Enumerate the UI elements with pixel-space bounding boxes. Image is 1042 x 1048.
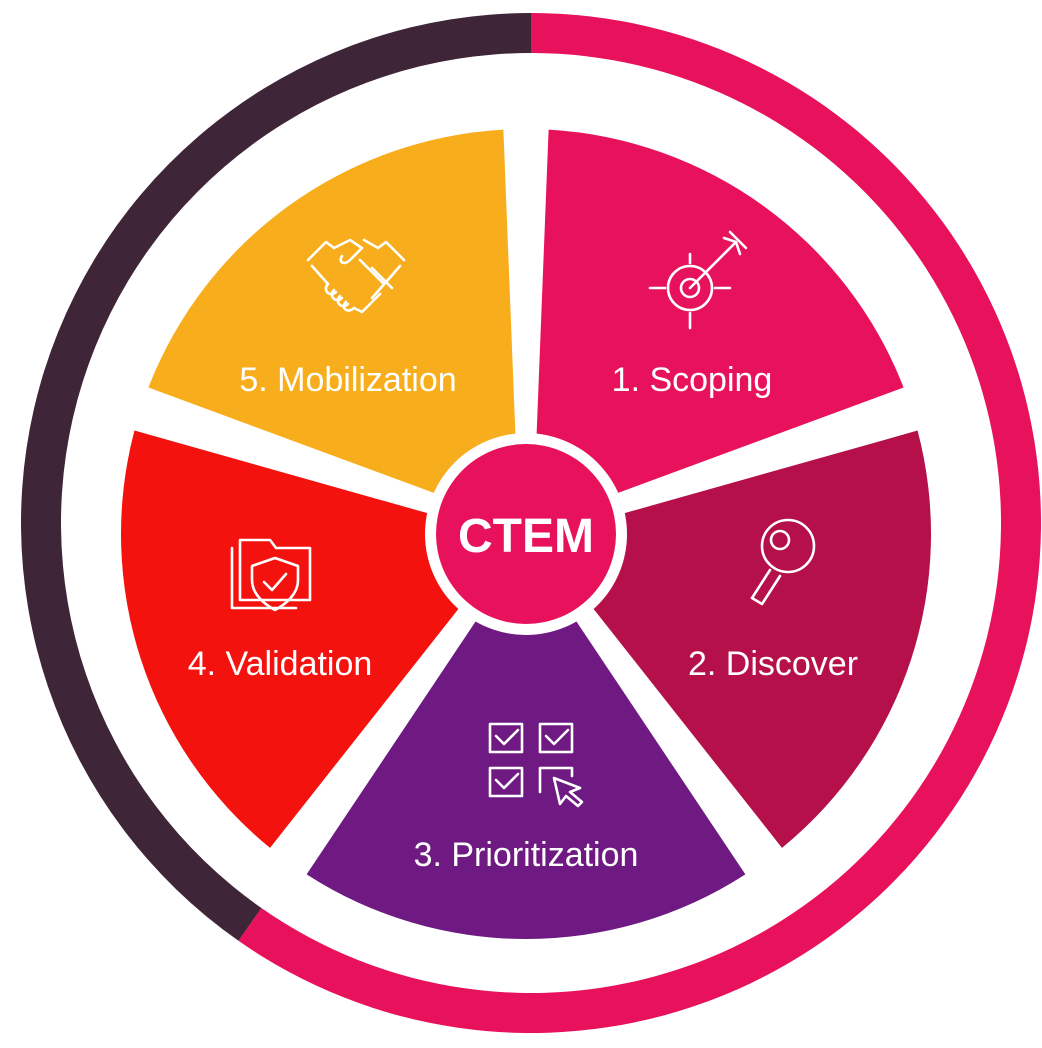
magnifier-icon: [750, 518, 816, 606]
segment-label-mobilization: 5. Mobilization: [239, 361, 456, 399]
segment-label-discover: 2. Discover: [688, 645, 858, 683]
shield-check-icon: [230, 538, 312, 612]
segment-scoping: [533, 129, 904, 525]
segment-mobilization: [148, 129, 519, 525]
segment-discover: [537, 430, 932, 848]
segment-label-validation: 4. Validation: [188, 645, 373, 683]
segment-prioritization: [306, 546, 746, 939]
handshake-icon: [306, 238, 406, 314]
segment-label-prioritization: 3. Prioritization: [414, 836, 639, 874]
center-label: CTEM: [458, 510, 594, 563]
center-circle: [436, 444, 616, 624]
checklist-icon: [488, 722, 584, 808]
segment-label-scoping: 1. Scoping: [612, 361, 773, 399]
segments: [120, 129, 932, 939]
segment-validation: [120, 430, 515, 848]
target-icon: [648, 230, 748, 330]
ring-arc-action: [20, 13, 532, 941]
